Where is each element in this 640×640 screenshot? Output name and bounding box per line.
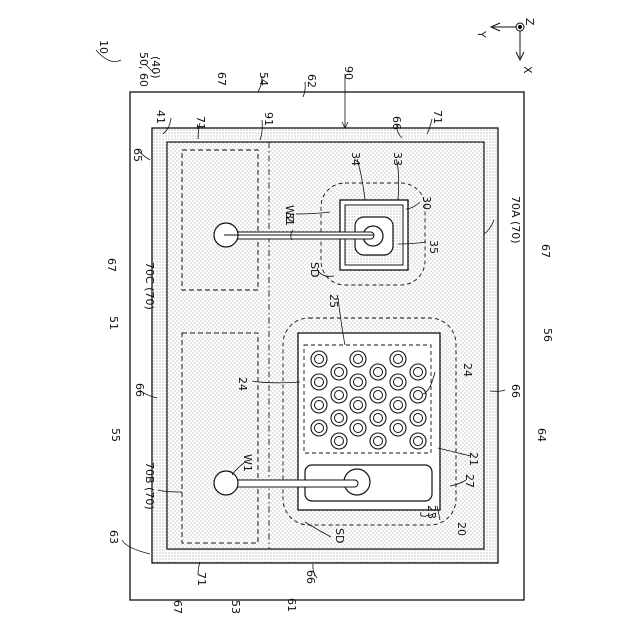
- ref-label-l56: 56: [541, 328, 554, 342]
- axis-indicator: [491, 23, 524, 60]
- axis-label-y: Y: [475, 30, 488, 38]
- ref-label-l54: 54: [257, 72, 270, 86]
- ref-label-l20: 20: [455, 522, 468, 536]
- hole-24-inner: [315, 424, 324, 433]
- ref-label-device: 10: [97, 40, 110, 54]
- hole-24-inner: [354, 401, 363, 410]
- hole-24-inner: [335, 368, 344, 377]
- ref-label-l63: 63: [107, 530, 120, 544]
- hole-24-inner: [335, 414, 344, 423]
- wire-bond-w1-pad: [214, 471, 238, 495]
- hole-24-inner: [354, 355, 363, 364]
- ref-label-l67b: 67: [105, 258, 118, 272]
- ref-label-l41: 41: [154, 110, 167, 124]
- hole-24-inner: [335, 391, 344, 400]
- ref-label-l70C: 70C (70): [143, 262, 156, 310]
- ref-label-l21: 21: [467, 452, 480, 466]
- ref-label-l66d: 66: [304, 570, 317, 584]
- hole-24-inner: [394, 424, 403, 433]
- ref-label-l35: 35: [427, 240, 440, 254]
- ref-label-l27: 27: [463, 474, 476, 488]
- ref-label-l23: 23: [425, 505, 438, 519]
- ref-label-module_sub: (40): [149, 56, 162, 79]
- hole-24-inner: [414, 414, 423, 423]
- ref-label-l71c: 71: [195, 572, 208, 586]
- ref-label-l66a: 66: [390, 116, 403, 130]
- ref-label-W2: W2: [283, 205, 296, 223]
- hole-24-inner: [394, 378, 403, 387]
- ref-label-l24b: 24: [461, 363, 474, 377]
- ref-label-l61: 61: [285, 598, 298, 612]
- ref-label-l62: 62: [305, 74, 318, 88]
- ref-label-l91: 91: [262, 112, 275, 126]
- ref-label-l24a: 24: [236, 377, 249, 391]
- axis-label-x: X: [521, 66, 534, 74]
- ref-label-l70B: 70B (70): [143, 462, 156, 510]
- ref-label-l51: 51: [107, 316, 120, 330]
- ref-label-l67c: 67: [539, 244, 552, 258]
- hole-24-inner: [374, 391, 383, 400]
- ref-label-l71a: 71: [431, 110, 444, 124]
- hole-24-inner: [414, 437, 423, 446]
- ref-label-l64: 64: [535, 428, 548, 442]
- hole-24-inner: [374, 368, 383, 377]
- ref-label-l90: 90: [342, 66, 355, 80]
- hole-24-inner: [315, 378, 324, 387]
- hole-24-inner: [315, 401, 324, 410]
- ref-label-W1: W1: [241, 454, 254, 472]
- hole-24-inner: [354, 378, 363, 387]
- ref-label-l66b: 66: [133, 383, 146, 397]
- hole-24-inner: [394, 355, 403, 364]
- axis-label-z: Z: [523, 18, 536, 26]
- ref-label-l66c: 66: [509, 384, 522, 398]
- hole-24-inner: [414, 368, 423, 377]
- ref-label-l34: 34: [349, 152, 362, 166]
- hole-24-inner: [374, 437, 383, 446]
- hole-24-inner: [335, 437, 344, 446]
- hole-24-inner: [414, 391, 423, 400]
- hole-24-inner: [354, 424, 363, 433]
- ref-label-l55: 55: [109, 428, 122, 442]
- ref-label-l30: 30: [420, 196, 433, 210]
- wire-W1: [224, 480, 358, 487]
- ref-label-l65: 65: [131, 148, 144, 162]
- ref-label-l53: 53: [229, 600, 242, 614]
- ref-label-l25: 25: [327, 294, 340, 308]
- ref-label-SDa: SD: [308, 262, 321, 277]
- ref-label-SDb: SD: [333, 528, 346, 543]
- ref-label-l71b: 71: [194, 116, 207, 130]
- ref-label-module: 50, 60: [137, 52, 150, 87]
- ref-label-l33: 33: [391, 152, 404, 166]
- ref-label-l70A: 70A (70): [509, 196, 522, 244]
- ref-label-l67d: 67: [171, 600, 184, 614]
- hole-24-inner: [394, 401, 403, 410]
- ref-label-l67a: 67: [215, 72, 228, 86]
- hole-24-inner: [374, 414, 383, 423]
- hole-24-inner: [315, 355, 324, 364]
